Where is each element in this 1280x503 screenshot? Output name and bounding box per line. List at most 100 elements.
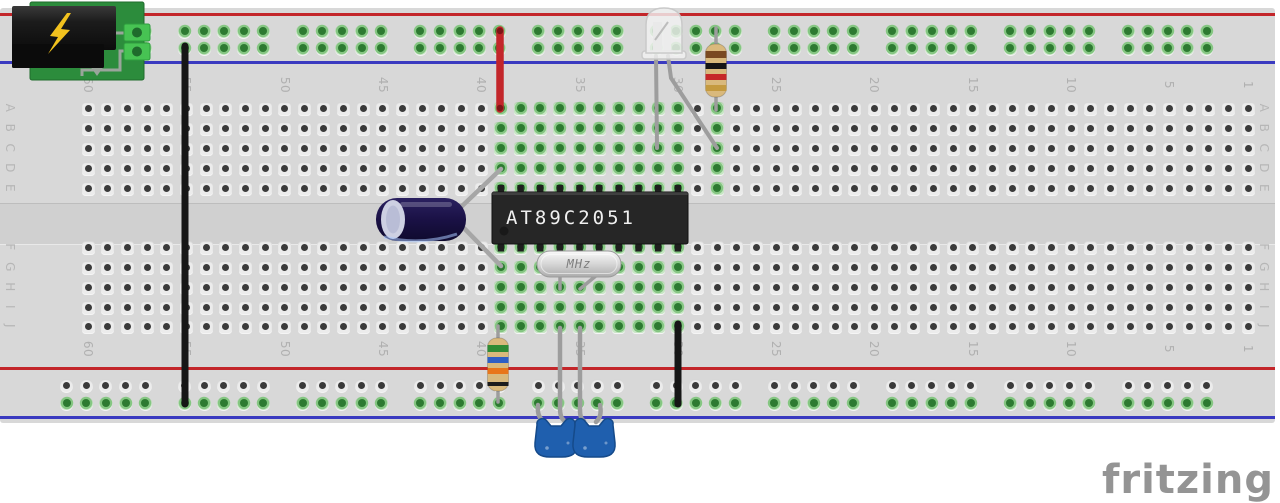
- breadboard-hole[interactable]: [1025, 181, 1039, 195]
- breadboard-hole[interactable]: [1005, 260, 1019, 274]
- breadboard-hole[interactable]: [355, 378, 368, 392]
- breadboard-hole[interactable]: [1182, 141, 1196, 155]
- breadboard-hole[interactable]: [533, 121, 547, 135]
- breadboard-hole[interactable]: [1062, 24, 1076, 38]
- breadboard-hole[interactable]: [1221, 161, 1235, 175]
- breadboard-hole[interactable]: [691, 300, 705, 314]
- breadboard-hole[interactable]: [710, 300, 724, 314]
- breadboard-hole[interactable]: [217, 396, 231, 410]
- breadboard-hole[interactable]: [1162, 121, 1176, 135]
- breadboard-hole[interactable]: [433, 24, 447, 38]
- breadboard-hole[interactable]: [769, 181, 783, 195]
- breadboard-hole[interactable]: [632, 300, 646, 314]
- breadboard-hole[interactable]: [946, 181, 960, 195]
- breadboard-hole[interactable]: [905, 396, 919, 410]
- breadboard-hole[interactable]: [808, 101, 822, 115]
- breadboard-hole[interactable]: [1221, 141, 1235, 155]
- breadboard-hole[interactable]: [1043, 378, 1057, 392]
- breadboard-hole[interactable]: [1025, 141, 1039, 155]
- breadboard-hole[interactable]: [767, 41, 781, 55]
- breadboard-hole[interactable]: [1003, 378, 1017, 392]
- breadboard-hole[interactable]: [1005, 181, 1019, 195]
- breadboard-hole[interactable]: [237, 41, 251, 55]
- breadboard-hole[interactable]: [453, 41, 467, 55]
- breadboard-hole[interactable]: [237, 24, 251, 38]
- breadboard-hole[interactable]: [1123, 260, 1137, 274]
- breadboard-hole[interactable]: [533, 141, 547, 155]
- breadboard-hole[interactable]: [1143, 260, 1157, 274]
- breadboard-hole[interactable]: [651, 280, 665, 294]
- breadboard-hole[interactable]: [787, 378, 801, 392]
- breadboard-hole[interactable]: [807, 396, 821, 410]
- breadboard-hole[interactable]: [710, 181, 724, 195]
- breadboard-hole[interactable]: [946, 300, 960, 314]
- breadboard-hole[interactable]: [1241, 101, 1255, 115]
- breadboard-hole[interactable]: [966, 101, 980, 115]
- breadboard-hole[interactable]: [138, 378, 152, 392]
- breadboard-hole[interactable]: [907, 121, 921, 135]
- breadboard-hole[interactable]: [1084, 181, 1098, 195]
- breadboard-hole[interactable]: [1103, 141, 1117, 155]
- breadboard-hole[interactable]: [355, 41, 368, 55]
- breadboard-hole[interactable]: [610, 41, 624, 55]
- breadboard-hole[interactable]: [671, 101, 685, 115]
- breadboard-hole[interactable]: [1180, 396, 1194, 410]
- breadboard-hole[interactable]: [789, 260, 803, 274]
- led-dome[interactable]: [645, 7, 683, 54]
- breadboard-hole[interactable]: [374, 41, 388, 55]
- breadboard-hole[interactable]: [1064, 280, 1078, 294]
- breadboard-hole[interactable]: [1121, 396, 1135, 410]
- breadboard-hole[interactable]: [1161, 24, 1175, 38]
- breadboard-hole[interactable]: [1221, 101, 1235, 115]
- capacitor-body[interactable]: [534, 417, 578, 458]
- breadboard-hole[interactable]: [1044, 161, 1058, 175]
- breadboard-hole[interactable]: [671, 280, 685, 294]
- breadboard-hole[interactable]: [907, 280, 921, 294]
- breadboard-hole[interactable]: [808, 260, 822, 274]
- breadboard-hole[interactable]: [1082, 41, 1096, 55]
- breadboard-hole[interactable]: [453, 378, 467, 392]
- breadboard-hole[interactable]: [612, 121, 626, 135]
- breadboard-hole[interactable]: [808, 319, 822, 333]
- breadboard-hole[interactable]: [1025, 161, 1039, 175]
- breadboard-hole[interactable]: [1200, 41, 1214, 55]
- breadboard-hole[interactable]: [335, 396, 349, 410]
- breadboard-hole[interactable]: [1064, 240, 1078, 254]
- breadboard-hole[interactable]: [1182, 260, 1196, 274]
- breadboard-hole[interactable]: [612, 300, 626, 314]
- breadboard-hole[interactable]: [808, 121, 822, 135]
- breadboard-hole[interactable]: [1221, 260, 1235, 274]
- breadboard-hole[interactable]: [789, 121, 803, 135]
- breadboard-hole[interactable]: [867, 101, 881, 115]
- breadboard-hole[interactable]: [60, 378, 74, 392]
- breadboard-hole[interactable]: [649, 396, 663, 410]
- breadboard-hole[interactable]: [453, 24, 467, 38]
- breadboard-hole[interactable]: [946, 161, 960, 175]
- breadboard-hole[interactable]: [885, 24, 899, 38]
- breadboard-hole[interactable]: [612, 101, 626, 115]
- breadboard-hole[interactable]: [1064, 121, 1078, 135]
- breadboard-hole[interactable]: [197, 41, 211, 55]
- breadboard-hole[interactable]: [553, 161, 567, 175]
- breadboard-hole[interactable]: [1221, 280, 1235, 294]
- breadboard-hole[interactable]: [296, 41, 310, 55]
- breadboard-hole[interactable]: [907, 300, 921, 314]
- breadboard-hole[interactable]: [966, 141, 980, 155]
- breadboard-hole[interactable]: [1121, 24, 1135, 38]
- breadboard-hole[interactable]: [413, 378, 427, 392]
- breadboard-hole[interactable]: [1162, 161, 1176, 175]
- breadboard-hole[interactable]: [335, 41, 349, 55]
- breadboard-hole[interactable]: [808, 240, 822, 254]
- breadboard-hole[interactable]: [1121, 41, 1135, 55]
- breadboard-hole[interactable]: [769, 280, 783, 294]
- breadboard-hole[interactable]: [651, 319, 665, 333]
- breadboard-hole[interactable]: [887, 280, 901, 294]
- breadboard-hole[interactable]: [1182, 280, 1196, 294]
- breadboard-hole[interactable]: [531, 24, 545, 38]
- breadboard-hole[interactable]: [926, 181, 940, 195]
- breadboard-hole[interactable]: [1062, 396, 1076, 410]
- breadboard-hole[interactable]: [728, 41, 742, 55]
- breadboard-hole[interactable]: [885, 396, 899, 410]
- breadboard-hole[interactable]: [1044, 240, 1058, 254]
- breadboard-hole[interactable]: [848, 280, 862, 294]
